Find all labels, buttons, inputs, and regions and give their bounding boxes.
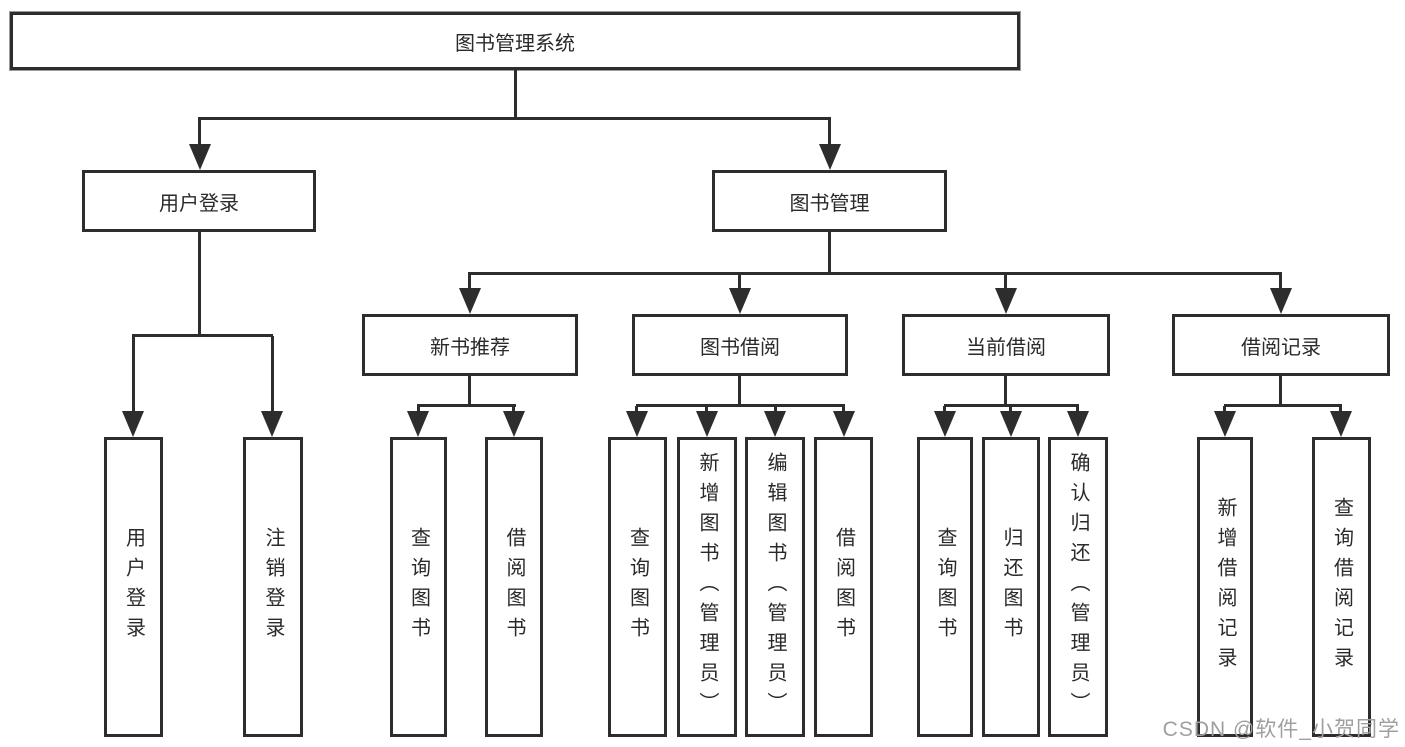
connector-stem	[417, 406, 420, 414]
leaf-records-query: 查询借阅记录	[1312, 437, 1371, 737]
connector-stem	[774, 406, 777, 414]
arrowhead-down-icon	[503, 411, 525, 437]
node-book-management: 图书管理	[712, 170, 947, 232]
connector-stem	[198, 117, 201, 146]
leaf-label: 归还图书	[1000, 527, 1022, 647]
connector-stem	[943, 406, 946, 414]
leaf-label: 注销登录	[262, 527, 284, 647]
arrowhead-down-icon	[1330, 411, 1352, 437]
connector-stem	[828, 117, 831, 146]
connector-stem	[738, 376, 741, 406]
leaf-label: 编辑图书（管理员）	[764, 452, 786, 722]
leaf-borrow-add-admin: 新增图书（管理员）	[677, 437, 737, 737]
node-root-label: 图书管理系统	[455, 32, 575, 55]
connector-stem	[1223, 406, 1226, 414]
node-root: 图书管理系统	[10, 12, 1020, 70]
leaf-borrow-edit-admin: 编辑图书（管理员）	[745, 437, 805, 737]
connector-stem	[132, 336, 135, 413]
leaf-logout: 注销登录	[243, 437, 303, 737]
arrowhead-down-icon	[1270, 288, 1292, 314]
arrowhead-down-icon	[626, 411, 648, 437]
node-label: 借阅记录	[1241, 336, 1321, 359]
leaf-label: 借阅图书	[503, 527, 525, 647]
arrowhead-down-icon	[261, 411, 283, 437]
leaf-records-add: 新增借阅记录	[1197, 437, 1253, 737]
node-new-book-recommend: 新书推荐	[362, 314, 578, 376]
node-label: 图书借阅	[700, 336, 780, 359]
arrowhead-down-icon	[764, 411, 786, 437]
connector-stem	[1076, 406, 1079, 414]
node-user-login: 用户登录	[82, 170, 316, 232]
connector-stem	[842, 406, 845, 414]
arrowhead-down-icon	[1214, 411, 1236, 437]
connector-stem	[738, 274, 741, 290]
connector-rail	[1224, 404, 1342, 407]
node-current-borrow: 当前借阅	[902, 314, 1110, 376]
arrowhead-down-icon	[819, 144, 841, 170]
node-label: 图书管理	[789, 192, 870, 215]
leaf-newbook-borrow: 借阅图书	[485, 437, 543, 737]
node-label: 用户登录	[159, 192, 239, 215]
watermark: CSDN @软件_小贺同学	[1162, 718, 1400, 741]
connector-stem	[1004, 376, 1007, 406]
leaf-current-return: 归还图书	[982, 437, 1040, 737]
leaf-current-query: 查询图书	[917, 437, 973, 737]
leaf-label: 查询图书	[407, 527, 430, 647]
connector-stem	[1279, 274, 1282, 290]
connector-stem	[468, 376, 471, 406]
arrowhead-down-icon	[459, 288, 481, 314]
arrowhead-down-icon	[696, 411, 718, 437]
leaf-label: 新增借阅记录	[1214, 497, 1236, 677]
leaf-label: 查询图书	[626, 527, 649, 647]
connector-level3-rail	[468, 272, 1282, 275]
connector-stem	[1279, 376, 1282, 406]
arrowhead-down-icon	[1000, 411, 1022, 437]
arrowhead-down-icon	[1067, 411, 1089, 437]
arrowhead-down-icon	[934, 411, 956, 437]
arrowhead-down-icon	[189, 144, 211, 170]
connector-stem	[271, 336, 274, 413]
node-borrow-records: 借阅记录	[1172, 314, 1390, 376]
leaf-borrow-borrow: 借阅图书	[814, 437, 873, 737]
leaf-label: 查询图书	[934, 527, 956, 647]
connector-stem	[635, 406, 638, 414]
node-label: 新书推荐	[430, 336, 510, 359]
connector-stem	[468, 274, 471, 290]
connector-stem	[1339, 406, 1342, 414]
connector-rail	[417, 404, 516, 407]
leaf-label: 确认归还（管理员）	[1067, 452, 1089, 722]
leaf-user-login: 用户登录	[104, 437, 163, 737]
leaf-current-confirm-admin: 确认归还（管理员）	[1048, 437, 1108, 737]
leaf-label: 借阅图书	[832, 527, 855, 647]
connector-stem	[198, 232, 201, 335]
arrowhead-down-icon	[122, 411, 144, 437]
connector-rail	[636, 404, 845, 407]
connector-rail	[944, 404, 1079, 407]
node-book-borrow: 图书借阅	[632, 314, 848, 376]
arrowhead-down-icon	[995, 288, 1017, 314]
connector-stem	[1004, 274, 1007, 290]
leaf-borrow-query: 查询图书	[608, 437, 667, 737]
leaf-label: 查询借阅记录	[1330, 497, 1353, 677]
connector-stem	[512, 406, 515, 414]
leaf-newbook-query: 查询图书	[390, 437, 447, 737]
arrowhead-down-icon	[833, 411, 855, 437]
connector-root-stem	[514, 70, 517, 118]
connector-level2-rail	[198, 117, 831, 120]
connector-stem	[705, 406, 708, 414]
leaf-label: 新增图书（管理员）	[696, 452, 718, 722]
arrowhead-down-icon	[407, 411, 429, 437]
node-label: 当前借阅	[966, 336, 1046, 359]
connector-stem	[828, 232, 831, 273]
connector-stem	[1009, 406, 1012, 414]
arrowhead-down-icon	[729, 288, 751, 314]
connector-login-rail	[132, 334, 273, 337]
leaf-label: 用户登录	[122, 527, 145, 647]
